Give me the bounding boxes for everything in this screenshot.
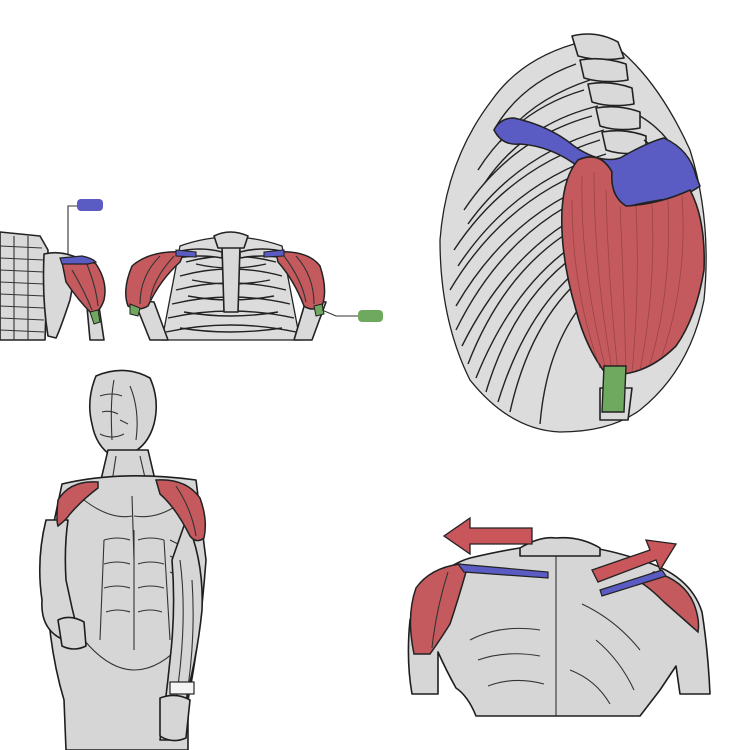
shoulders-back-view-with-motion-arrows (407, 516, 711, 717)
origin-label-marker (77, 199, 103, 211)
torso-figure-view (38, 369, 207, 750)
insertion-label-marker (358, 310, 383, 322)
deltoid-origin-right (263, 249, 285, 258)
skeleton-side-back-view (0, 199, 106, 341)
deltoid-origin-back-right (599, 569, 667, 597)
deltoid-origin-back-left (456, 563, 549, 579)
deltoid-insertion (89, 309, 101, 325)
deltoid-insertion-left (129, 303, 141, 317)
deltoid-muscle-figure-right (155, 479, 207, 542)
ribcage-three-quarter-view (439, 33, 707, 433)
motion-arrow-left (442, 516, 533, 556)
deltoid-insertion-right (313, 303, 325, 317)
deltoid-insertion-ribcage (601, 365, 627, 413)
deltoid-origin-left (175, 249, 197, 258)
deltoid-muscle-figure-left (56, 481, 99, 528)
deltoid-origin-strip (59, 255, 98, 265)
skeleton-front-view (125, 231, 383, 341)
motion-arrow-right (591, 539, 678, 583)
deltoid-muscle-back-right (638, 571, 700, 634)
